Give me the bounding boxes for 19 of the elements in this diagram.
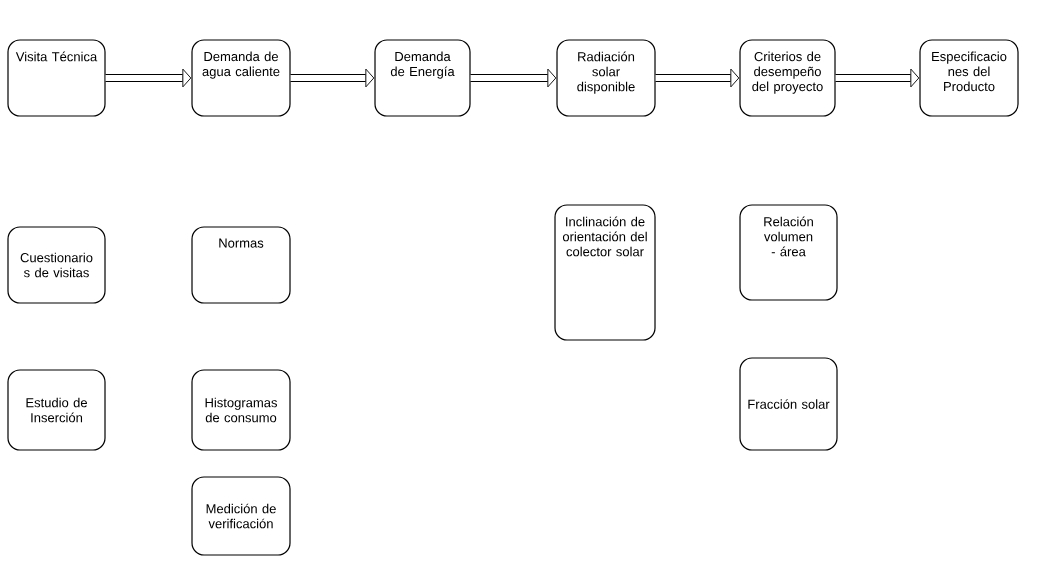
process-box: Radiación solar disponible xyxy=(556,39,656,117)
arrow xyxy=(290,68,375,88)
process-box: Cuestionario s de visitas xyxy=(7,226,106,304)
process-box: Relación volumen - área xyxy=(739,204,838,301)
process-box: Histogramas de consumo xyxy=(191,369,291,451)
process-box: Inclinación de orientación del colector solar xyxy=(554,204,656,341)
arrow xyxy=(470,68,557,88)
process-box: Medición de verificación xyxy=(191,476,291,556)
process-box: Demanda de agua caliente xyxy=(191,39,291,117)
process-box: Fracción solar xyxy=(739,357,838,451)
process-box: Criterios de desempeño del proyecto xyxy=(739,39,836,117)
arrow xyxy=(655,68,740,88)
process-box: Normas xyxy=(191,226,291,304)
process-box: Estudio de Inserción xyxy=(7,369,106,451)
process-box: Visita Técnica xyxy=(7,39,106,117)
process-box: Especificacio nes del Producto xyxy=(919,39,1019,117)
process-box: Demanda de Energía xyxy=(374,39,471,117)
arrow xyxy=(105,68,192,88)
arrow xyxy=(835,68,920,88)
